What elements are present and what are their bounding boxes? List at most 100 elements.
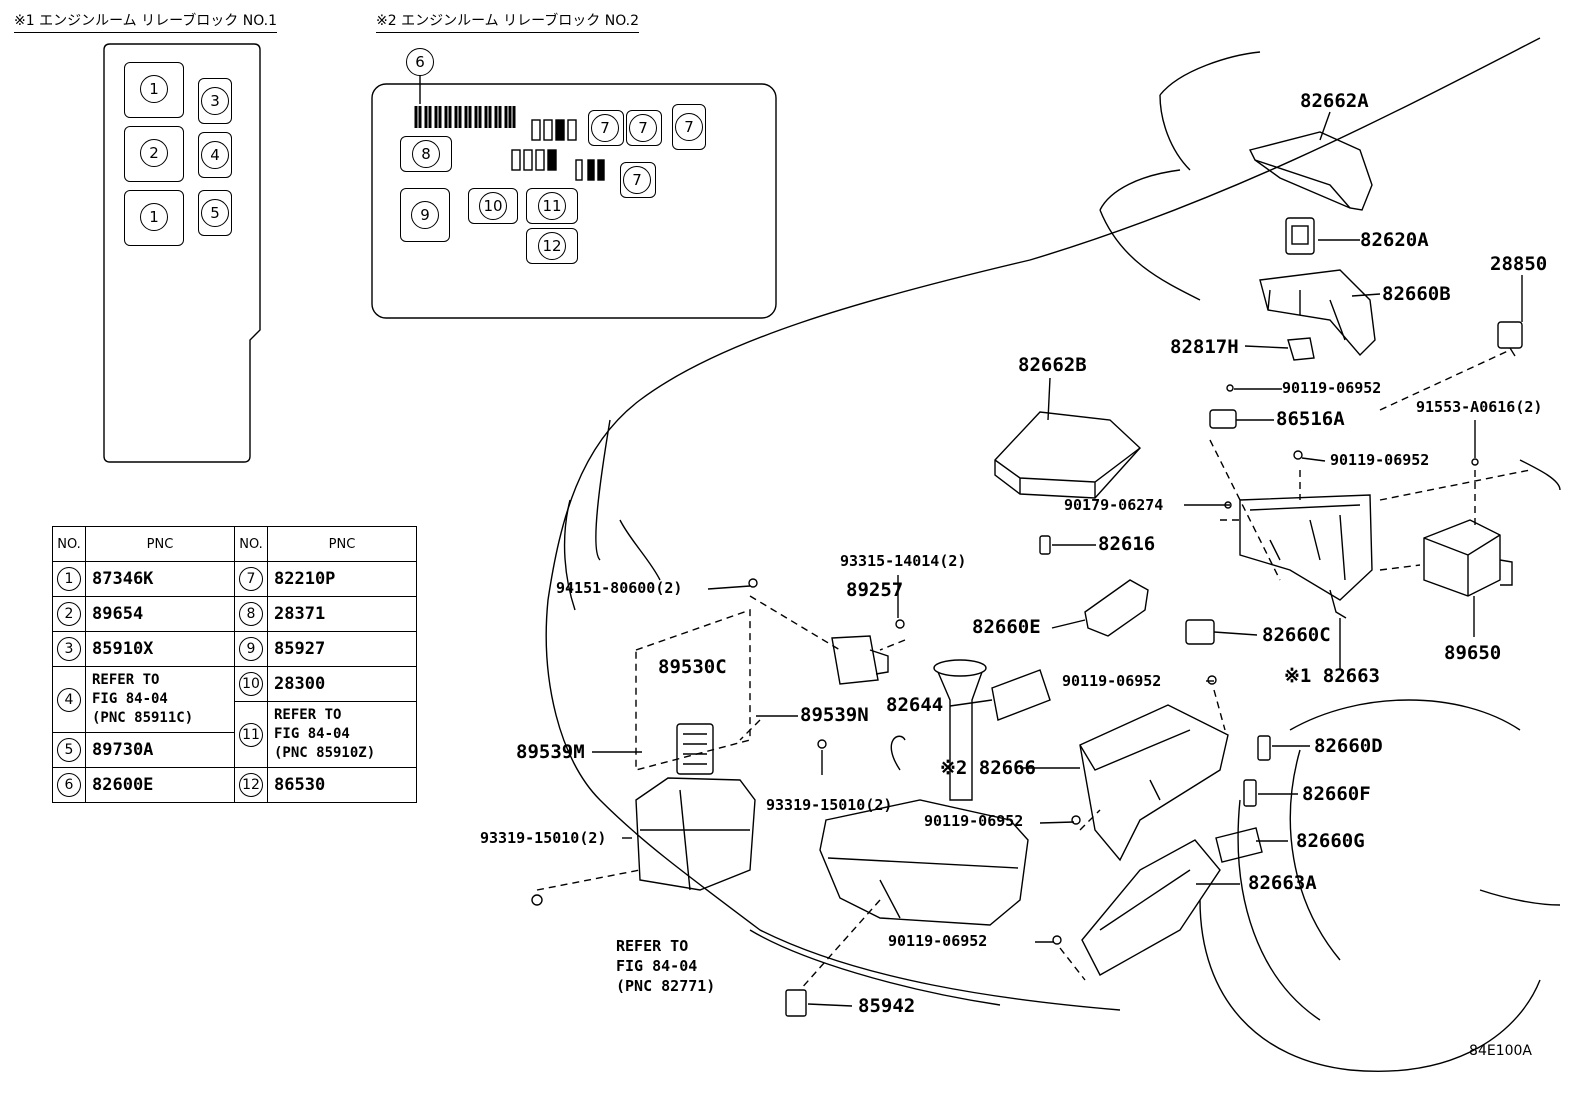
table-row: 5 89730A — [52, 732, 417, 768]
relay-slot: 8 — [400, 136, 452, 172]
part-label: 90119-06952 — [1330, 451, 1430, 469]
table-row: 4 REFER TO FIG 84-04 (PNC 85911C) 10 283… — [52, 666, 417, 733]
table-header-no: NO. — [234, 526, 268, 562]
relay-slot: 1 — [124, 62, 184, 118]
refer-line: FIG 84-04 — [616, 957, 698, 975]
part-label: 94151-80600(2) — [556, 579, 683, 597]
part-label: 89539N — [800, 704, 869, 726]
relay-block-1-title: ※1 エンジンルーム リレーブロック NO.1 — [14, 10, 278, 33]
row-number: 2 — [57, 602, 81, 626]
relay-block-1-outline — [103, 43, 261, 463]
part-label: 90119-06952 — [1282, 379, 1382, 397]
part-label: 86516A — [1276, 408, 1345, 430]
table-row: 11 REFER TO FIG 84-04 (PNC 85910Z) — [53, 701, 417, 768]
slot-number: 12 — [538, 232, 566, 260]
relay-slot: 12 — [526, 228, 578, 264]
slot-number: 1 — [140, 203, 168, 231]
table-header-no: NO. — [52, 526, 86, 562]
relay-slot: 1 — [124, 190, 184, 246]
row-number: 1 — [57, 567, 81, 591]
table-row: 1 87346K 7 82210P — [52, 561, 417, 597]
pnc-cell: REFER TO FIG 84-04 (PNC 85910Z) — [267, 701, 417, 768]
part-label: 82817H — [1170, 336, 1239, 358]
part-label: 90179-06274 — [1064, 496, 1164, 514]
dashed-lines — [536, 349, 1531, 991]
row-number: 8 — [239, 602, 263, 626]
part-label: 90119-06952 — [888, 932, 988, 950]
refer-note: REFER TO FIG 84-04 (PNC 82771) — [616, 936, 715, 996]
row-number: 6 — [57, 773, 81, 797]
slot-number: 5 — [201, 199, 229, 227]
table-row: 6 82600E 12 86530 — [52, 767, 417, 803]
part-label: 93315-14014(2) — [840, 552, 967, 570]
relay-slot: 7 — [672, 104, 706, 150]
mini-fuses — [511, 119, 605, 181]
row-number: 5 — [57, 738, 81, 762]
refer-line: FIG 84-04 — [92, 691, 168, 707]
part-label: 90119-06952 — [1062, 672, 1162, 690]
part-label: ※1 82663 — [1284, 665, 1380, 687]
part-label: 82616 — [1098, 533, 1156, 555]
relay-slot: 9 — [400, 188, 450, 242]
pnc-cell: 87346K — [85, 561, 235, 597]
slot-number: 7 — [591, 114, 619, 142]
figure-code: 84E100A — [1469, 1043, 1532, 1059]
row-number: 3 — [57, 637, 81, 661]
relay-slot: 7 — [620, 162, 656, 198]
relay-slot: 4 — [198, 132, 232, 178]
refer-line: (PNC 82771) — [616, 977, 716, 995]
part-label: 85942 — [858, 995, 916, 1017]
slot-number: 6 — [406, 48, 434, 76]
slot-number: 4 — [201, 141, 229, 169]
relay-slot: 7 — [588, 110, 624, 146]
slot-number: 11 — [538, 192, 566, 220]
pnc-cell: 85927 — [267, 631, 417, 667]
pnc-cell: 82600E — [85, 767, 235, 803]
row-number: 7 — [239, 567, 263, 591]
part-label: 82662A — [1300, 90, 1369, 112]
slot-number: 8 — [412, 140, 440, 168]
relay-slot: 3 — [198, 78, 232, 124]
relay-slot: 2 — [124, 126, 184, 182]
table-row: 2 89654 8 28371 — [52, 596, 417, 632]
part-label: 82620A — [1360, 229, 1429, 251]
part-shapes — [531, 131, 1523, 1017]
part-label: 82660F — [1302, 783, 1371, 805]
part-label: 90119-06952 — [924, 812, 1024, 830]
row-number: 10 — [239, 672, 263, 696]
slot-number: 1 — [140, 75, 168, 103]
refer-line: REFER TO — [616, 937, 689, 955]
leader-lines — [592, 111, 1523, 1007]
part-label: 89650 — [1444, 642, 1502, 664]
table-header-pnc: PNC — [85, 526, 235, 562]
refer-line: REFER TO — [92, 672, 160, 688]
pnc-cell: 85910X — [85, 631, 235, 667]
slot-number: 7 — [629, 114, 657, 142]
part-label: 89257 — [846, 579, 904, 601]
pnc-cell: 82210P — [267, 561, 417, 597]
part-label: 82660G — [1296, 830, 1365, 852]
part-label: 93319-15010(2) — [480, 829, 607, 847]
pnc-table: NO. PNC NO. PNC 1 87346K 7 82210P 2 8 9 6 5… — [52, 526, 417, 803]
table-row: 3 85910X 9 85927 — [52, 631, 417, 667]
part-label: 82662B — [1018, 354, 1087, 376]
refer-line: FIG 84-04 — [274, 726, 350, 742]
slot-number: 2 — [140, 139, 168, 167]
part-label: 82660B — [1382, 283, 1451, 305]
row-number: 9 — [239, 637, 263, 661]
relay-slot: 10 — [468, 188, 518, 224]
part-label: ※2 82666 — [940, 757, 1036, 779]
table-header-pnc: PNC — [267, 526, 417, 562]
relay-slot: 5 — [198, 190, 232, 236]
row-number: 12 — [239, 773, 263, 797]
row-number: 4 — [57, 687, 81, 712]
part-label: 91553-A0616(2) — [1416, 398, 1543, 416]
part-label: 82660C — [1262, 624, 1331, 646]
relay-block-2-title: ※2 エンジンルーム リレーブロック NO.2 — [376, 10, 640, 33]
vehicle-outline — [545, 37, 1561, 1072]
slot-number: 7 — [675, 113, 703, 141]
pnc-cell: 28371 — [267, 596, 417, 632]
part-label: 82660D — [1314, 735, 1383, 757]
pnc-cell: 28300 — [267, 666, 417, 702]
